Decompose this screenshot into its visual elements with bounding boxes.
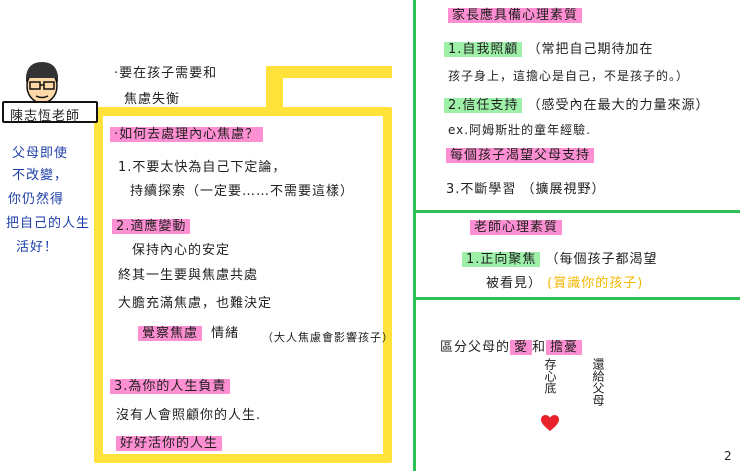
item3-closing: 好好活你的人生	[116, 436, 223, 452]
item2-title-text: 2.適應變動	[112, 219, 191, 234]
item1-line: 持續探索（一定要……不需要這樣）	[130, 184, 355, 199]
parent-section-title-text: 家長應具備心理素質	[448, 8, 583, 23]
item3-title-text: 3.為你的人生負責	[110, 379, 231, 394]
item2-line-1: 保持內心的安定	[132, 243, 231, 258]
teacher-item1-row: 1.正向聚焦 （每個孩子都渴望	[462, 252, 658, 268]
distinguish-text: 區分父母的	[440, 340, 511, 355]
intro-line-1: ·要在孩子需要和	[114, 66, 218, 81]
yellow-frame	[94, 107, 392, 463]
intro-line-2: 焦慮失衡	[124, 92, 181, 107]
parent-item2-label: 2.信任支持	[444, 98, 523, 113]
parent-section-title: 家長應具備心理素質	[448, 8, 583, 24]
distinguish-row: 區分父母的愛和擔憂	[440, 340, 583, 356]
teacher-item1-text: （每個孩子都渴望	[545, 252, 658, 267]
parent-item2-highlight: 每個孩子渴望父母支持	[446, 148, 595, 164]
love-note: 存心底	[543, 358, 557, 394]
item2-title: 2.適應變動	[112, 219, 191, 235]
teacher-name: 陳志恆老師	[10, 109, 81, 124]
page-number: 2	[724, 449, 732, 463]
green-divider-upper	[413, 210, 740, 213]
parent-item2-row: 2.信任支持 （感受內在最大的力量來源）	[444, 98, 710, 114]
worry-word: 擔憂	[546, 340, 583, 355]
anxiety-question: ·如何去處理內心焦慮？	[110, 127, 264, 143]
item2-line-3: 大膽充滿焦慮，也難決定	[118, 296, 273, 311]
parent-item3-text: （擴展視野）	[521, 182, 606, 197]
teacher-item1-text2: 被看見）	[486, 276, 543, 291]
teacher-item1-label: 1.正向聚焦	[462, 252, 541, 267]
parent-item1-row: 1.自我照顧 （常把自己期待加在	[444, 42, 654, 58]
parent-item1-text2: 孩子身上，這擔心是自己，不是孩子的。）	[448, 69, 690, 83]
parent-item3-row: 3.不斷學習 （擴展視野）	[446, 182, 606, 198]
yellow-frame-top-stub	[266, 66, 392, 78]
item2-line-2: 終其一生要與焦慮共處	[118, 268, 259, 283]
parent-item2-highlight-text: 每個孩子渴望父母支持	[446, 148, 595, 163]
awareness-suffix: 情緒	[211, 326, 240, 341]
quote-line-2: 不改變，	[12, 168, 69, 183]
quote-line-1: 父母即使	[12, 146, 69, 161]
item3-title: 3.為你的人生負責	[110, 379, 231, 395]
parent-item2-example: ex.阿姆斯壯的童年經驗.	[448, 123, 591, 137]
worry-note: 還給父母	[591, 358, 605, 406]
quote-line-3: 你仍然得	[8, 192, 65, 207]
item2-note: （大人焦慮會影響孩子）	[262, 331, 394, 344]
heart-icon	[541, 415, 559, 431]
awareness-highlight: 覺察焦慮	[138, 326, 203, 341]
item3-closing-text: 好好活你的人生	[116, 436, 223, 451]
item3-line: 沒有人會照顧你的人生.	[116, 408, 262, 423]
quote-line-5: 活好！	[16, 240, 59, 255]
and-word: 和	[532, 340, 547, 355]
teacher-section-title-text: 老師心理素質	[470, 220, 563, 235]
anxiety-question-text: ·如何去處理內心焦慮？	[110, 127, 264, 142]
item2-awareness-row: 覺察焦慮 情緒	[138, 326, 239, 342]
item1-title: 1.不要太快為自己下定論，	[118, 160, 287, 175]
love-word: 愛	[510, 340, 533, 355]
teacher-avatar-icon	[26, 62, 58, 110]
green-divider-lower	[413, 297, 740, 300]
parent-item3-label: 3.不斷學習	[446, 182, 517, 197]
parent-item1-text: （常把自己期待加在	[527, 42, 654, 57]
parent-item2-text: （感受內在最大的力量來源）	[527, 98, 710, 113]
yellow-frame-stub	[266, 66, 283, 116]
teacher-name-box: 陳志恆老師	[2, 101, 98, 124]
teacher-item1-highlight: (賞識你的孩子)	[547, 276, 644, 291]
teacher-item1-row2: 被看見） (賞識你的孩子)	[486, 276, 643, 292]
green-divider-vertical	[413, 0, 416, 471]
parent-item1-label: 1.自我照顧	[444, 42, 523, 57]
teacher-section-title: 老師心理素質	[470, 220, 563, 236]
quote-line-4: 把自己的人生	[6, 216, 91, 231]
